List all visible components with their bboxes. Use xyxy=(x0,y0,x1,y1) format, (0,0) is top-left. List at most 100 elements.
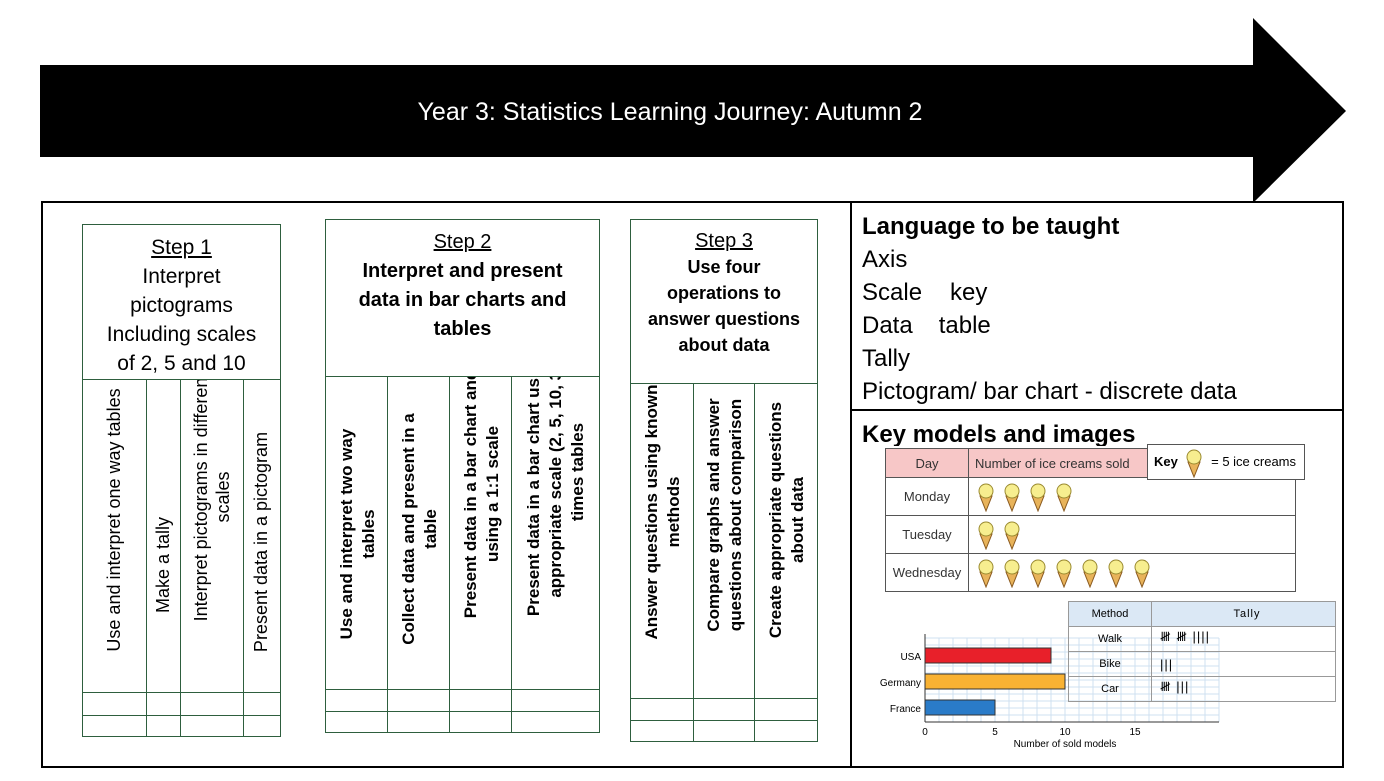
category-label: USA xyxy=(900,652,921,663)
step-3-header: Step 3 Use four operations to answer que… xyxy=(630,219,818,384)
tally-marks: 𝍸 𝍸 |||| xyxy=(1151,626,1336,652)
pictogram-header-day: Day xyxy=(885,448,969,478)
table-row: Car 𝍸 ||| xyxy=(1068,676,1336,702)
table-row: Monday xyxy=(885,477,1296,516)
bar xyxy=(924,647,1052,664)
step-2-label: Step 2 xyxy=(433,231,492,253)
step-3-row-dividers xyxy=(754,698,755,742)
table-row: Walk 𝍸 𝍸 |||| xyxy=(1068,626,1336,652)
tally-method: Car xyxy=(1068,676,1152,702)
table-row: Wednesday xyxy=(885,553,1296,592)
tally-method: Walk xyxy=(1068,626,1152,652)
language-term: key xyxy=(950,279,988,306)
step-1-title-line: pictograms xyxy=(130,294,233,317)
language-term: Axis xyxy=(862,246,908,273)
step-2-title-line: tables xyxy=(433,318,492,340)
step-3-title-line: operations to xyxy=(666,283,781,303)
step-2-title-line: Interpret and present xyxy=(362,260,563,282)
step-3-objective: Create appropriate questions about data xyxy=(766,401,807,639)
step-1-empty-row xyxy=(82,715,281,737)
ice-cream-icon xyxy=(1001,521,1027,550)
tick-label: 15 xyxy=(1129,727,1141,738)
key-text: = 5 ice creams xyxy=(1211,454,1297,469)
step-1-title-line: of 2, 5 and 10 xyxy=(117,352,246,375)
ice-cream-icon xyxy=(1001,559,1027,588)
table-row: Bike ||| xyxy=(1068,651,1336,677)
step-1-row-dividers xyxy=(180,692,181,737)
tally-table: Method Tally Walk 𝍸 𝍸 |||| Bike ||| Car … xyxy=(1068,601,1336,702)
step-1-row-dividers xyxy=(146,692,147,737)
table-row: Tuesday xyxy=(885,515,1296,554)
ice-cream-icon xyxy=(1131,559,1157,588)
page-title: Year 3: Statistics Learning Journey: Aut… xyxy=(417,98,923,126)
tally-method: Bike xyxy=(1068,651,1152,677)
pictogram-day: Wednesday xyxy=(885,553,969,592)
step-2-objective: Use and interpret two way tables xyxy=(336,428,378,640)
pictogram-icons xyxy=(968,477,1296,516)
content-frame xyxy=(41,201,1344,768)
language-term: Tally xyxy=(862,345,911,372)
step-2-header: Step 2 Interpret and present data in bar… xyxy=(325,219,600,377)
step-1-objective: Make a tally xyxy=(152,516,173,614)
step-3-objective-cell: Create appropriate questions about data xyxy=(754,383,818,699)
step-3-empty-row xyxy=(630,720,818,742)
step-2-objective-cell: Present data in a bar chart and using a … xyxy=(449,376,512,690)
step-1-objective-cell: Make a tally xyxy=(146,379,181,693)
pictogram-day: Monday xyxy=(885,477,969,516)
step-2-objective-cell: Present data in a bar chart using an app… xyxy=(511,376,600,690)
ice-cream-icon xyxy=(975,559,1001,588)
pictogram-day: Tuesday xyxy=(885,515,969,554)
step-3-objective: Compare graphs and answer questions abou… xyxy=(704,398,745,632)
step-1-objective: Interpret pictograms in different scales xyxy=(191,379,233,622)
step-1-row-dividers xyxy=(243,692,244,737)
ice-cream-icon xyxy=(1053,483,1079,512)
category-label: Germany xyxy=(880,678,921,689)
bar xyxy=(924,673,1066,690)
ice-cream-icon xyxy=(1186,449,1202,478)
pictogram-icons xyxy=(968,515,1296,554)
step-3-row-dividers xyxy=(693,698,694,742)
step-3-title-line: answer questions xyxy=(647,309,801,329)
tally-header-row: Method Tally xyxy=(1068,601,1336,627)
horizontal-divider xyxy=(851,409,1344,411)
ice-cream-icon xyxy=(975,521,1001,550)
language-term: Scale xyxy=(862,279,923,306)
category-label: France xyxy=(890,704,922,715)
step-2-objective-cell: Collect data and present in a table xyxy=(387,376,450,690)
tick-label: 0 xyxy=(922,727,928,738)
step-2-objective: Present data in a bar chart and using a … xyxy=(460,376,502,619)
step-1-objective: Present data in a pictogram xyxy=(251,431,271,653)
step-1-header: Step 1 Interpret pictograms Including sc… xyxy=(82,224,281,380)
step-3-objective-cell: Answer questions using known methods xyxy=(630,383,694,699)
step-2-row-dividers xyxy=(511,689,512,733)
step-1-title-line: Interpret xyxy=(142,265,221,288)
ice-cream-icon xyxy=(1053,559,1079,588)
tally-marks: 𝍸 ||| xyxy=(1151,676,1336,702)
step-1-empty-row xyxy=(82,692,281,716)
pictogram-key: Key = 5 ice creams xyxy=(1147,444,1305,480)
step-3-objective: Answer questions using known methods xyxy=(642,384,683,640)
step-1-objective-cell: Interpret pictograms in different scales xyxy=(180,379,244,693)
ice-cream-icon xyxy=(1027,559,1053,588)
language-term-row: Scale key xyxy=(862,276,1332,309)
step-2-objective: Present data in a bar chart using an app… xyxy=(523,376,587,617)
step-3-title-line: Use four xyxy=(687,257,761,277)
models-heading: Key models and images xyxy=(862,421,1136,446)
step-2-empty-row xyxy=(325,711,600,733)
ice-cream-icon xyxy=(1001,483,1027,512)
banner-arrow xyxy=(40,18,1346,203)
step-1-objective-cell: Present data in a pictogram xyxy=(243,379,281,693)
step-2-row-dividers xyxy=(449,689,450,733)
language-term: Pictogram/ bar chart - discrete data xyxy=(862,378,1237,405)
bar xyxy=(924,699,996,716)
tick-label: 5 xyxy=(992,727,998,738)
key-label: Key xyxy=(1154,454,1178,469)
step-1-objective: Use and interpret one way tables xyxy=(103,388,124,652)
x-axis-label: Number of sold models xyxy=(1014,739,1117,750)
pictogram-icons xyxy=(968,553,1296,592)
step-2-objective: Collect data and present in a table xyxy=(398,413,440,645)
ice-cream-icon xyxy=(1079,559,1105,588)
ice-cream-icon xyxy=(975,483,1001,512)
